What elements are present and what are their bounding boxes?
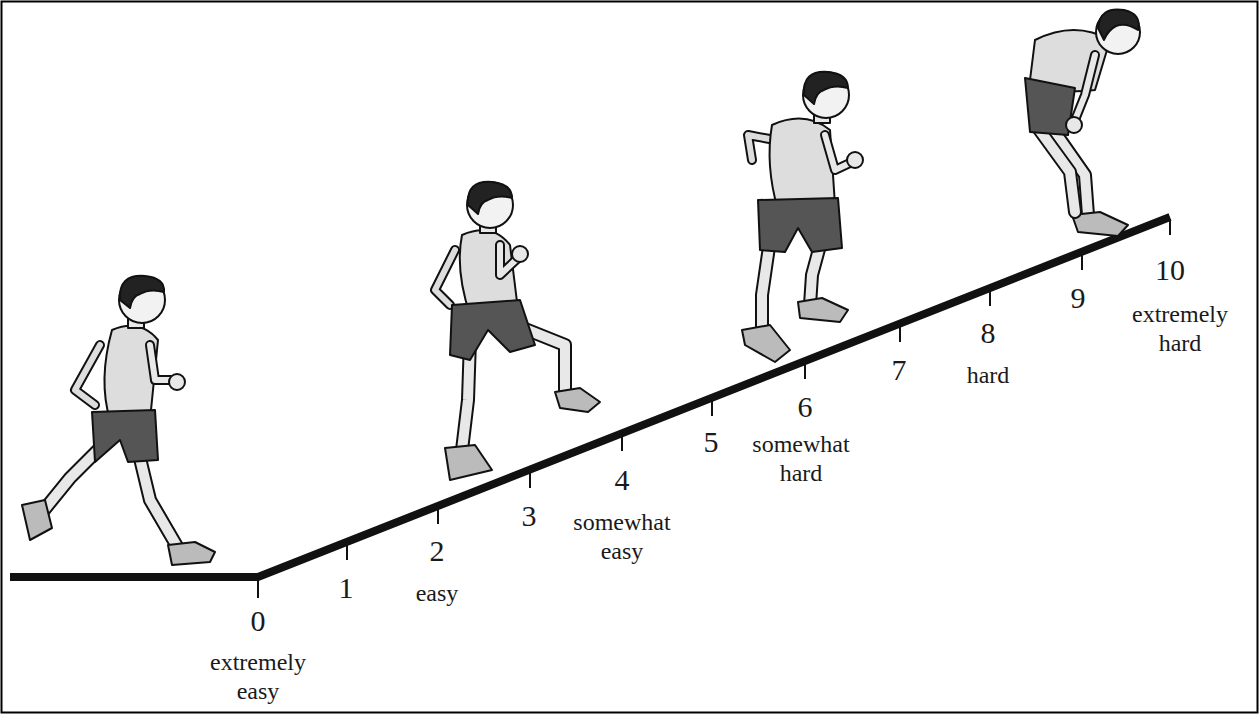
tick-marks <box>258 219 1170 598</box>
scale-number: 0 <box>228 603 288 640</box>
scale-descriptor: easy <box>397 579 477 608</box>
scale-number: 3 <box>504 498 554 535</box>
scale-descriptor: hard <box>948 361 1028 390</box>
scale-number: 9 <box>1053 280 1103 317</box>
scale-number: 7 <box>874 352 924 389</box>
scale-number: 8 <box>963 315 1013 352</box>
climber-figure <box>742 72 863 362</box>
scale-descriptor: extremely easy <box>193 648 323 707</box>
scale-number: 4 <box>597 462 647 499</box>
scale-number: 1 <box>321 570 371 607</box>
scale-descriptor: somewhat hard <box>731 430 871 489</box>
scale-descriptor: extremely hard <box>1110 300 1250 359</box>
runner-figure <box>22 276 215 565</box>
walker-figure <box>435 182 600 480</box>
scale-number: 2 <box>412 533 462 570</box>
scale-descriptor: somewhat easy <box>552 508 692 567</box>
exhausted-figure <box>1025 9 1140 236</box>
scale-number: 5 <box>686 424 736 461</box>
ramp-line <box>10 217 1170 577</box>
scale-number: 10 <box>1140 252 1200 289</box>
scale-number: 6 <box>780 389 830 426</box>
